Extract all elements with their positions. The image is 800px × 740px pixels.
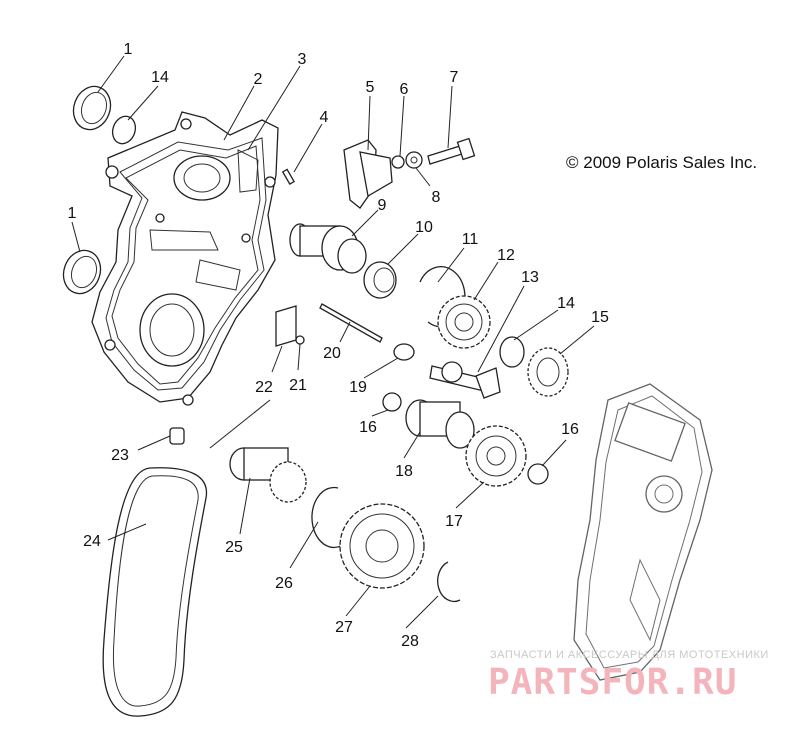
sprocket-25 [229,447,307,503]
leader-lines [71,55,595,629]
callout-28: 28 [401,633,419,650]
washer-16-right [527,463,549,485]
callout-25: 25 [225,539,243,556]
callout-17: 17 [445,513,463,530]
circlip-28 [437,561,461,603]
seal-lower [62,249,102,295]
gear-17 [465,425,527,487]
callout-2: 2 [254,71,263,88]
callout-11: 11 [462,231,479,248]
drain-plug [169,427,185,445]
shaft-pin [319,303,383,343]
gear-12 [437,295,491,349]
sprocket-27 [339,503,425,589]
gearcase-housing [91,111,279,406]
callout-16-left: 16 [359,419,377,436]
callout-19: 19 [349,379,367,396]
callout-10: 10 [415,219,433,236]
callout-9: 9 [378,197,387,214]
copyright-text: © 2009 Polaris Sales Inc. [566,153,757,172]
bushing [393,343,415,361]
nut [391,155,405,169]
dowel-pin [281,168,295,185]
callout-labels: 1 14 2 3 4 5 6 7 8 1 9 10 11 12 13 14 15… [68,41,609,650]
gear-15 [527,347,569,397]
callout-18: 18 [395,463,413,480]
callout-4: 4 [320,109,329,126]
plate [275,305,297,347]
callout-7: 7 [450,69,459,86]
callout-14-right: 14 [557,295,575,312]
watermark-subtitle: ЗАПЧАСТИ И АКСЕССУАРЫ ДЛЯ МОТОТЕХНИКИ [490,649,769,661]
drive-chain [102,467,208,717]
callout-24: 24 [83,533,101,550]
callout-20: 20 [323,345,341,362]
watermark: ЗАПЧАСТИ И АКСЕССУАРЫ ДЛЯ МОТОТЕХНИКИ PA… [488,649,769,703]
seal-upper [72,85,112,131]
input-shaft [289,223,367,274]
callout-21: 21 [289,377,307,394]
watermark-brand: PARTSFOR.RU [488,662,737,703]
callout-14-upper: 14 [151,69,169,86]
bearing [363,261,397,299]
callout-1-upper: 1 [124,41,133,58]
shift-shaft [429,361,501,399]
callout-5: 5 [366,79,375,96]
callout-23: 23 [111,447,129,464]
washer-16-left [382,392,402,412]
callout-27: 27 [335,619,353,636]
callout-22: 22 [255,379,273,396]
circlip-26 [311,486,351,549]
callout-26: 26 [275,575,293,592]
callout-15: 15 [591,309,609,326]
callout-13: 13 [521,269,539,286]
callout-12: 12 [497,247,515,264]
snap-ring-right [499,336,525,368]
callout-1-lower: 1 [68,205,77,222]
washer-8 [405,151,423,169]
assembled-gearcase [573,383,713,681]
snap-ring-upper [111,115,137,145]
bolt [427,137,476,165]
gear-cluster-18 [405,399,475,449]
callout-8: 8 [432,189,441,206]
callout-16-right: 16 [561,421,579,438]
callout-3: 3 [298,51,307,68]
screw [295,335,305,345]
callout-6: 6 [400,81,409,98]
